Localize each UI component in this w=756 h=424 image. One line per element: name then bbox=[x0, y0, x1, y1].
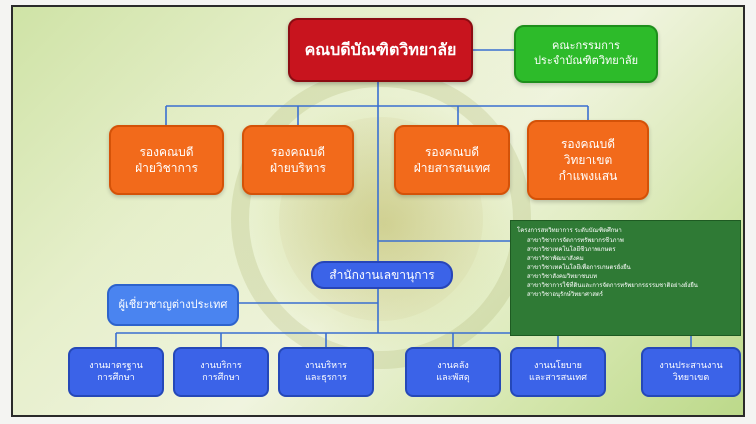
vice-dean-title: รองคณบดี bbox=[560, 136, 616, 151]
unit-line-2: และพัสดุ bbox=[436, 373, 470, 383]
unit-line-1: งานมาตรฐาน bbox=[89, 360, 143, 371]
committee-box: คณะกรรมการ ประจำบัณฑิตวิทยาลัย bbox=[514, 25, 658, 83]
unit-line-1: งานคลัง bbox=[437, 360, 469, 371]
committee-line-1: คณะกรรมการ bbox=[552, 39, 620, 53]
unit-box-administration: งานบริหาร และธุรการ bbox=[278, 347, 374, 397]
vice-dean-title: รองคณบดี bbox=[270, 144, 326, 159]
vice-dean-area: ฝ่ายสารสนเทศ bbox=[413, 161, 491, 175]
committee-line-2: ประจำบัณฑิตวิทยาลัย bbox=[533, 54, 639, 67]
unit-line-1: งานบริหาร bbox=[305, 360, 347, 371]
foreign-experts-box: ผู้เชี่ยวชาญต่างประเทศ bbox=[107, 284, 239, 326]
foreign-experts-label: ผู้เชี่ยวชาญต่างประเทศ bbox=[118, 297, 228, 311]
program-item: สาขาวิชาสังคมวิทยาชนบท bbox=[527, 272, 734, 281]
vice-dean-title: รองคณบดี bbox=[139, 144, 194, 159]
unit-line-2: วิทยาเขต bbox=[672, 373, 710, 383]
vice-dean-area: ฝ่ายบริหาร bbox=[270, 161, 326, 175]
interdisciplinary-programs-panel: โครงการสหวิทยาการ ระดับบัณฑิตศึกษา สาขาว… bbox=[510, 220, 741, 336]
unit-line-2: การศึกษา bbox=[202, 373, 240, 383]
org-chart-frame: คณบดีบัณฑิตวิทยาลัย คณะกรรมการ ประจำบัณฑ… bbox=[11, 5, 745, 417]
unit-box-finance: งานคลัง และพัสดุ bbox=[405, 347, 501, 397]
vice-dean-campus: กำแพงแสน bbox=[558, 169, 618, 184]
vice-dean-kamphaeng-saen-box: รองคณบดี วิทยาเขต กำแพงแสน bbox=[527, 120, 649, 200]
program-item: สาขาวิชาการจัดการทรัพยากรชีวภาพ bbox=[527, 236, 734, 245]
unit-box-campus-coordination: งานประสานงาน วิทยาเขต bbox=[641, 347, 741, 397]
secretary-office-label: สำนักงานเลขานุการ bbox=[329, 267, 435, 282]
unit-box-policy: งานนโยบาย และสารสนเทศ bbox=[510, 347, 606, 397]
programs-list: สาขาวิชาการจัดการทรัพยากรชีวภาพ สาขาวิชา… bbox=[517, 236, 734, 299]
unit-line-1: งานประสานงาน bbox=[659, 360, 723, 371]
secretary-office-box: สำนักงานเลขานุการ bbox=[311, 261, 453, 289]
dean-box: คณบดีบัณฑิตวิทยาลัย bbox=[288, 18, 473, 82]
unit-line-2: และธุรการ bbox=[305, 373, 347, 383]
program-item: สาขาวิชาเทคโนโลยีเพื่อการเกษตรยั่งยืน bbox=[527, 263, 734, 272]
unit-line-1: งานนโยบาย bbox=[534, 360, 582, 371]
unit-box-education-standards: งานมาตรฐาน การศึกษา bbox=[68, 347, 164, 397]
program-item: สาขาวิชาพัฒนาสังคม bbox=[527, 254, 734, 263]
program-item: สาขาวิชาเทคโนโลยีชีวภาพเกษตร bbox=[527, 245, 734, 254]
dean-label: คณบดีบัณฑิตวิทยาลัย bbox=[304, 40, 457, 60]
program-item: สาขาวิชาอนุรักษ์วิทยาศาสตร์ bbox=[527, 290, 734, 299]
unit-line-1: งานบริการ bbox=[200, 360, 242, 371]
connector-lines bbox=[115, 49, 692, 347]
program-item: สาขาวิชาการใช้ที่ดินและการจัดการทรัพยากร… bbox=[527, 281, 734, 290]
vice-dean-admin-box: รองคณบดี ฝ่ายบริหาร bbox=[242, 125, 354, 195]
programs-title: โครงการสหวิทยาการ ระดับบัณฑิตศึกษา bbox=[517, 227, 622, 234]
vice-dean-information-box: รองคณบดี ฝ่ายสารสนเทศ bbox=[394, 125, 510, 195]
unit-box-education-services: งานบริการ การศึกษา bbox=[173, 347, 269, 397]
unit-line-2: การศึกษา bbox=[97, 373, 135, 383]
unit-line-2: และสารสนเทศ bbox=[529, 373, 587, 383]
vice-dean-area: ฝ่ายวิชาการ bbox=[135, 161, 198, 175]
vice-dean-title: รองคณบดี bbox=[424, 144, 480, 159]
vice-dean-academic-box: รองคณบดี ฝ่ายวิชาการ bbox=[109, 125, 224, 195]
vice-dean-area: วิทยาเขต bbox=[563, 152, 613, 167]
